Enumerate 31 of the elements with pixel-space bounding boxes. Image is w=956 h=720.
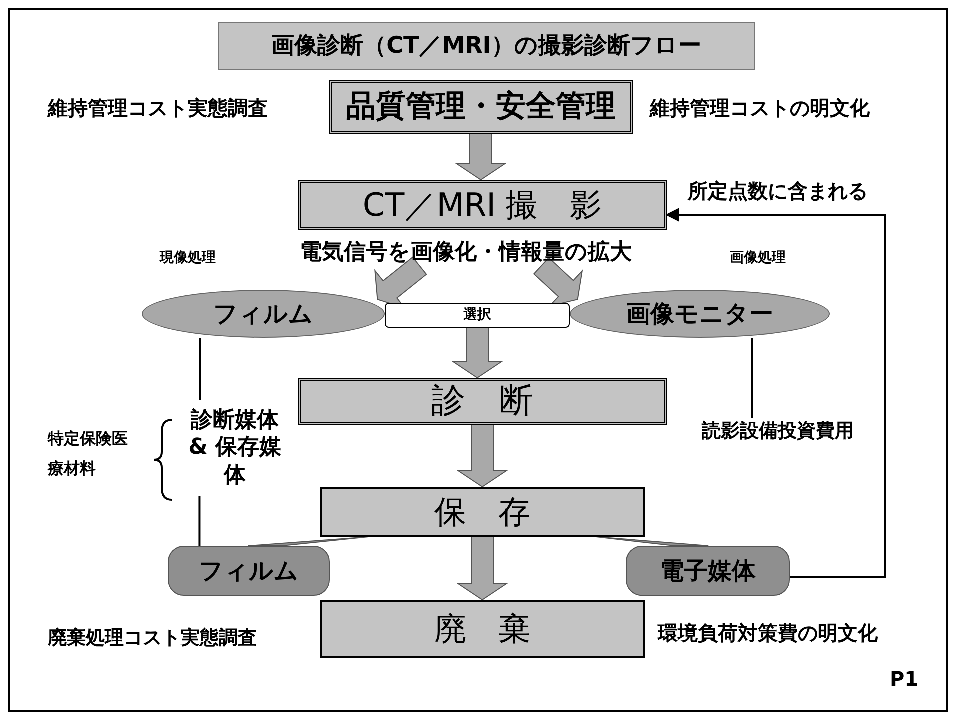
- media-ellipse: 画像モニター: [570, 290, 830, 338]
- note-text: P1: [890, 666, 920, 693]
- note-text: 特定保険医療材料: [48, 428, 129, 480]
- connector-line: [751, 338, 753, 418]
- callout-tail: [248, 536, 370, 546]
- note-text: 読影設備投資費用: [688, 418, 868, 446]
- process-box: 廃 棄: [320, 600, 645, 658]
- process-box: CT／MRI 撮 影: [298, 180, 667, 230]
- block-arrow: [456, 536, 508, 601]
- connector-line: [199, 338, 202, 400]
- process-box: 品質管理・安全管理: [329, 80, 633, 134]
- block-arrow: [452, 328, 504, 379]
- side-note: 環境負荷対策費の明文化: [658, 620, 879, 647]
- arrow: [666, 208, 886, 578]
- note-text: 電気信号を画像化・情報量の拡大: [300, 239, 633, 267]
- connector-line: [198, 496, 201, 546]
- note-text: 診断媒体 & 保存媒体: [186, 400, 284, 496]
- side-note: 維持管理コストの明文化: [650, 95, 871, 122]
- block-arrow: [456, 424, 508, 488]
- block-arrow: [455, 134, 507, 181]
- process-box: 診 断: [298, 378, 667, 425]
- process-box: 保 存: [320, 487, 645, 537]
- side-note: 画像処理: [730, 249, 787, 268]
- side-note: 現像処理: [160, 249, 217, 268]
- select-box: 選択: [385, 303, 570, 328]
- media-ellipse: フィルム: [142, 290, 385, 338]
- note-text: 廃棄処理コスト実態調査: [48, 626, 258, 651]
- title-banner: 画像診断（CT／MRI）の撮影診断フロー: [218, 22, 755, 70]
- side-note: 維持管理コスト実態調査: [48, 95, 269, 122]
- note-text: 所定点数に含まれる: [688, 178, 869, 205]
- callout-tail: [596, 536, 710, 546]
